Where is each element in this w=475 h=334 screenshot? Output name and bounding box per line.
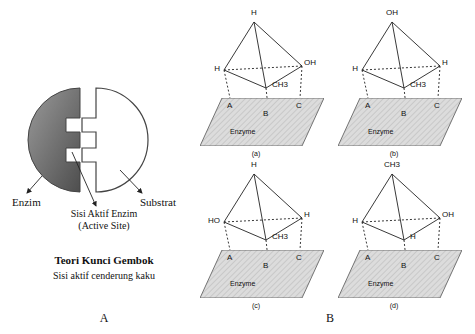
- plane-shape: [200, 98, 324, 146]
- binding-point: A: [227, 254, 232, 262]
- figure-label: A: [100, 312, 109, 326]
- atom-label: CH3: [272, 80, 288, 89]
- plane-label: Enzyme: [230, 128, 255, 135]
- bond-line: [254, 22, 266, 88]
- bond-line: [362, 174, 392, 222]
- bond-line: [392, 174, 404, 240]
- atom-label: (d): [390, 302, 399, 310]
- atom-label: H: [251, 8, 257, 17]
- plane-label: Enzyme: [368, 128, 393, 135]
- atom-label: OH: [386, 8, 398, 17]
- binding-point: A: [227, 102, 232, 110]
- atom-label: H: [352, 64, 358, 73]
- bond-line: [224, 66, 302, 70]
- bond-line: [404, 218, 440, 240]
- panel-letter: B: [326, 312, 334, 326]
- bond-line: [438, 66, 440, 98]
- plane-label: Enzyme: [368, 280, 393, 287]
- bond-line: [392, 22, 404, 88]
- atom-label: H: [251, 160, 257, 169]
- bond-line: [300, 66, 302, 98]
- bond-line: [224, 222, 230, 250]
- bond-line: [362, 70, 368, 98]
- bond-line: [362, 66, 440, 70]
- binding-point: A: [365, 254, 370, 262]
- binding-point: B: [263, 262, 268, 270]
- binding-point: C: [434, 102, 440, 110]
- atom-label: H: [442, 58, 448, 67]
- atom-label: H: [304, 210, 310, 219]
- plane-shape: [338, 98, 462, 146]
- bond-line: [362, 70, 404, 88]
- binding-point: C: [296, 102, 302, 110]
- binding-point: A: [365, 102, 370, 110]
- atom-label: CH3: [384, 160, 400, 169]
- binding-point: B: [401, 110, 406, 118]
- atom-label: (c): [252, 302, 260, 310]
- bond-line: [362, 22, 392, 70]
- bond-line: [438, 218, 440, 250]
- plane-shape: [200, 250, 324, 298]
- atom-label: HO: [208, 216, 220, 225]
- bond-line: [362, 222, 368, 250]
- atom-label: H: [410, 232, 416, 241]
- atom-label: (a): [252, 150, 261, 158]
- enzyme-plane: A B C Enzyme: [338, 250, 462, 298]
- plane-shape: [338, 250, 462, 298]
- bond-line: [224, 70, 266, 88]
- figure-label: Sisi aktif cenderung kaku: [53, 270, 155, 282]
- bond-line: [362, 218, 440, 222]
- atom-label: OH: [304, 58, 316, 67]
- atom-label: (b): [390, 150, 399, 158]
- binding-point: C: [296, 254, 302, 262]
- bond-line: [224, 70, 230, 98]
- bond-line: [224, 218, 302, 222]
- figure-label: Sisi Aktif Enzim (Active Site): [63, 208, 145, 231]
- bond-line: [300, 218, 302, 250]
- bond-line: [362, 222, 404, 240]
- enzyme-plane: A B C Enzyme: [338, 98, 462, 146]
- atom-label: H: [352, 216, 358, 225]
- leader-line: [72, 152, 96, 206]
- figure-label: Teori Kunci Gembok: [54, 254, 153, 267]
- substrate-shape: [82, 88, 148, 192]
- atom-label: OH: [442, 210, 454, 219]
- enzyme-plane: A B C Enzyme: [200, 250, 324, 298]
- bond-line: [254, 174, 266, 240]
- binding-point: B: [401, 262, 406, 270]
- leader-line: [120, 170, 142, 193]
- bond-line: [224, 22, 254, 70]
- atom-label: CH3: [272, 232, 288, 241]
- figure-label: Substrat: [140, 196, 176, 209]
- enzyme-plane: A B C Enzyme: [200, 98, 324, 146]
- plane-label: Enzyme: [230, 280, 255, 287]
- bond-line: [224, 174, 254, 222]
- enzyme-shape: [28, 88, 80, 192]
- leader-line: [27, 176, 42, 193]
- binding-point: B: [263, 110, 268, 118]
- bond-line: [224, 222, 266, 240]
- binding-point: C: [434, 254, 440, 262]
- atom-label: CH3: [410, 80, 426, 89]
- figure-label: Enzim: [12, 196, 41, 209]
- atom-label: H: [214, 64, 220, 73]
